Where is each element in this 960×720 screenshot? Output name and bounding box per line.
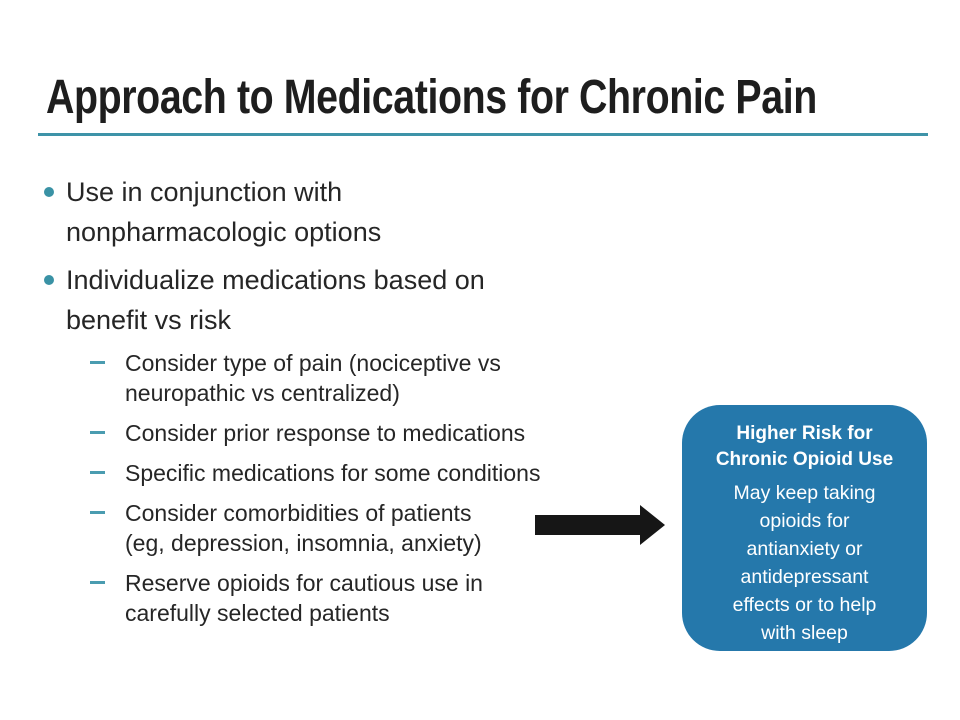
sub-bullet-text: Consider comorbidities of patients (eg, … (125, 500, 482, 556)
bullet-list: Use in conjunction with nonpharmacologic… (38, 172, 618, 638)
list-item: Consider comorbidities of patients (eg, … (38, 498, 618, 558)
list-item: Consider prior response to medications (38, 418, 618, 448)
callout-body: May keep taking opioids for antianxiety … (732, 482, 877, 644)
callout-box: Higher Risk for Chronic Opioid Use May k… (682, 405, 927, 651)
bullet-text: Use in conjunction with nonpharmacologic… (66, 177, 382, 247)
dash-icon (90, 431, 105, 434)
page-title: Approach to Medications for Chronic Pain (46, 71, 817, 124)
callout-title: Higher Risk for Chronic Opioid Use (715, 423, 894, 470)
bullet-text: Individualize medications based on benef… (66, 265, 485, 335)
bullet-icon (44, 275, 54, 285)
bullet-icon (44, 187, 54, 197)
sub-bullet-text: Specific medications for some conditions (125, 460, 541, 486)
title-underline (38, 133, 928, 136)
list-item: Individualize medications based on benef… (38, 260, 618, 340)
right-arrow-icon (535, 505, 665, 545)
dash-icon (90, 511, 105, 514)
dash-icon (90, 361, 105, 364)
dash-icon (90, 581, 105, 584)
list-item: Reserve opioids for cautious use in care… (38, 568, 618, 628)
list-item: Consider type of pain (nociceptive vs ne… (38, 348, 618, 408)
list-item: Use in conjunction with nonpharmacologic… (38, 172, 618, 252)
dash-icon (90, 471, 105, 474)
sub-bullet-text: Consider type of pain (nociceptive vs ne… (125, 350, 501, 406)
sub-bullet-list: Consider type of pain (nociceptive vs ne… (38, 348, 618, 628)
sub-bullet-text: Consider prior response to medications (125, 420, 526, 446)
list-item: Specific medications for some conditions (38, 458, 618, 488)
sub-bullet-text: Reserve opioids for cautious use in care… (125, 570, 483, 626)
